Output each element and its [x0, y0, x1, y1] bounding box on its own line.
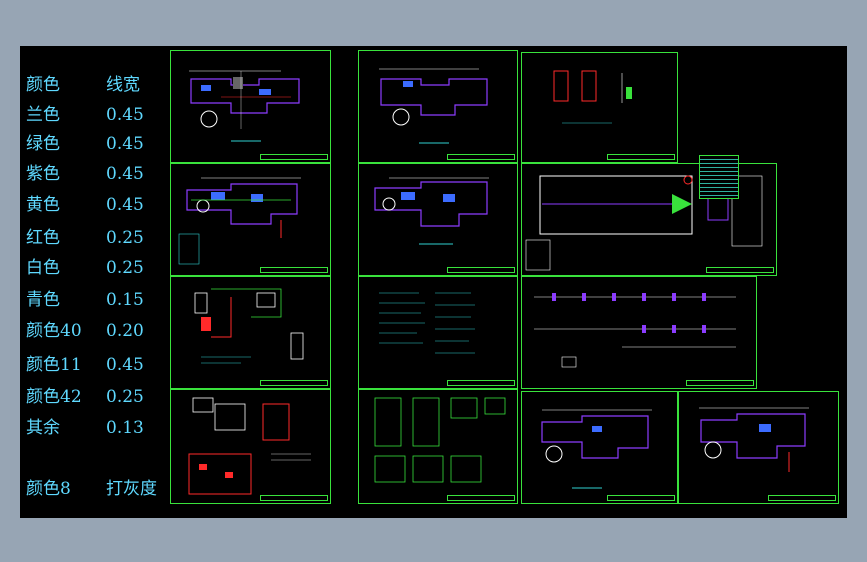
- legend-footer-width: 打灰度: [106, 479, 157, 499]
- drawing-sheet-elevation[interactable]: [521, 52, 678, 163]
- legend-row-color: 颜色40: [26, 321, 82, 341]
- legend-row-width: 0.45: [106, 355, 144, 375]
- legend-row-color: 红色: [26, 228, 60, 248]
- legend-row-color: 紫色: [26, 164, 60, 184]
- drawing-sheet-floor-plan[interactable]: [170, 50, 331, 163]
- drawing-sheet-floor-plan[interactable]: [170, 163, 331, 276]
- cad-model-space[interactable]: 颜色 线宽 兰色 0.45 绿色 0.45 紫色 0.45 黄色 0.45 红色…: [20, 46, 847, 518]
- drawing-sheet-floor-plan[interactable]: [358, 163, 518, 276]
- legend-row-color: 绿色: [26, 134, 60, 154]
- legend-row-color: 其余: [26, 418, 60, 438]
- legend-row-width: 0.13: [106, 418, 144, 438]
- legend-row-width: 0.25: [106, 228, 144, 248]
- legend-row-color: 颜色11: [26, 355, 82, 375]
- legend-row-width: 0.45: [106, 164, 144, 184]
- legend-row-width: 0.15: [106, 290, 144, 310]
- drawing-sheet-table[interactable]: [358, 389, 518, 504]
- legend-row-width: 0.25: [106, 387, 144, 407]
- drawing-sheet-site-plan[interactable]: [521, 163, 777, 276]
- drawing-sheet-detail[interactable]: [170, 389, 331, 504]
- legend-row-width: 0.20: [106, 321, 144, 341]
- drawing-sheet-floor-plan[interactable]: [678, 391, 839, 504]
- legend-header-width: 线宽: [106, 75, 140, 95]
- legend-row-color: 黄色: [26, 195, 60, 215]
- legend-row-color: 白色: [26, 258, 60, 278]
- drawing-sheet-floor-plan[interactable]: [521, 391, 678, 504]
- legend-row-width: 0.45: [106, 134, 144, 154]
- legend-footer-color: 颜色8: [26, 479, 71, 499]
- legend-row-width: 0.25: [106, 258, 144, 278]
- legend-row-width: 0.45: [106, 105, 144, 125]
- drawing-sheet-notes[interactable]: [358, 276, 518, 389]
- legend-header-color: 颜色: [26, 75, 60, 95]
- legend-row-width: 0.45: [106, 195, 144, 215]
- drawing-sheet-system-diagram[interactable]: [170, 276, 331, 389]
- drawing-sheet-riser-diagram[interactable]: [521, 276, 757, 389]
- drawing-sheet-floor-plan[interactable]: [358, 50, 518, 163]
- legend-row-color: 颜色42: [26, 387, 82, 407]
- legend-row-color: 青色: [26, 290, 60, 310]
- drawing-legend-box[interactable]: [699, 155, 739, 199]
- legend-row-color: 兰色: [26, 105, 60, 125]
